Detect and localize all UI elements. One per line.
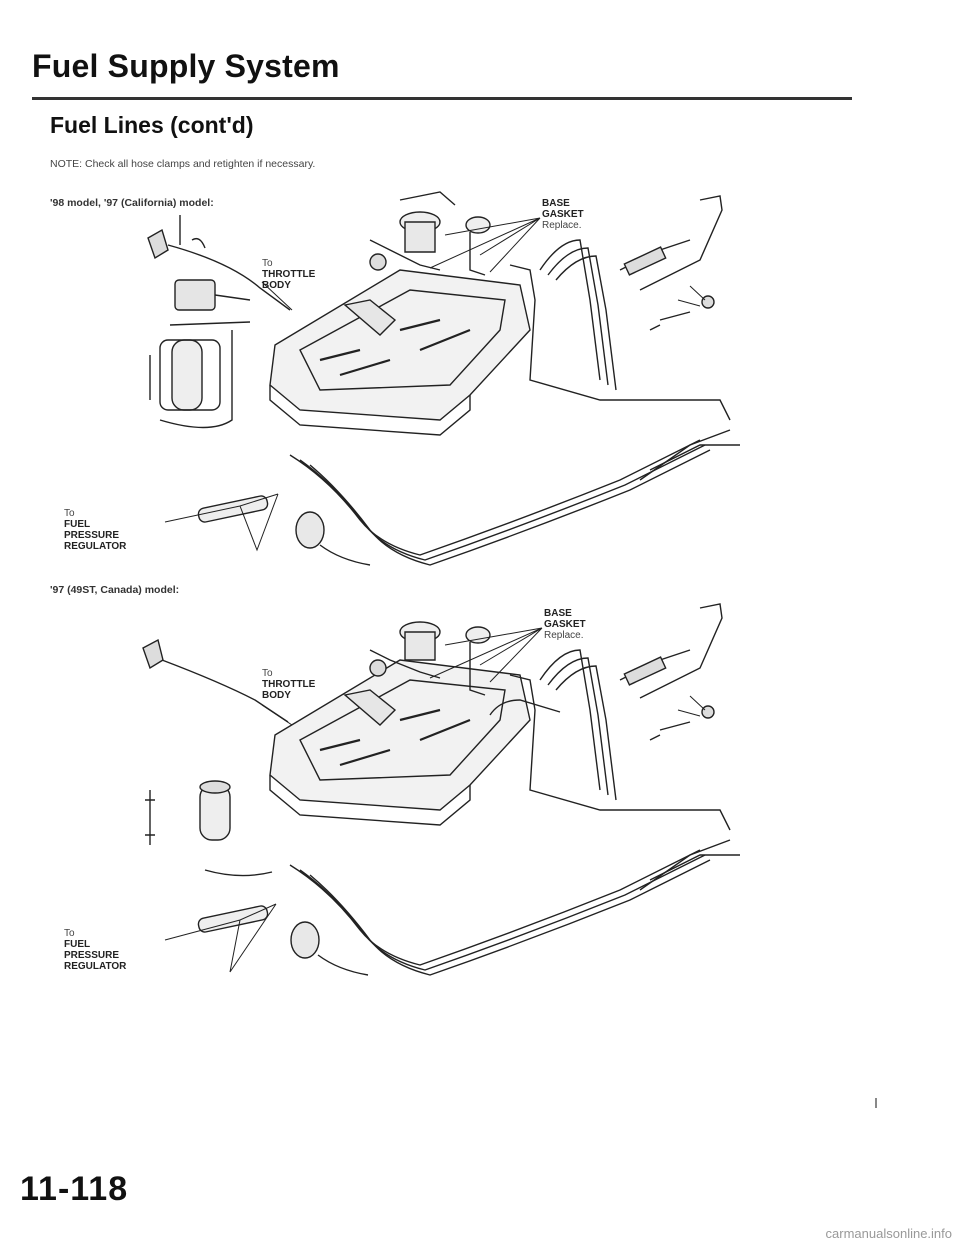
leaders-2 xyxy=(165,628,705,972)
figure1-drawing xyxy=(148,192,740,565)
fuel-lines-1 xyxy=(290,196,740,565)
title-rule xyxy=(32,97,852,100)
fuel-filter-1 xyxy=(197,495,370,565)
figure2-base-gasket-label: BASE GASKET Replace. xyxy=(544,608,586,641)
figure1-caption: '98 model, '97 (California) model: xyxy=(50,197,214,209)
evap-canister-1 xyxy=(148,215,290,428)
leaders-1 xyxy=(165,218,705,550)
figure1-base-gasket-label: BASE GASKET Replace. xyxy=(542,198,584,231)
fuel-pump-assembly-1 xyxy=(370,192,490,275)
fuel-lines-2 xyxy=(290,604,740,975)
figure1-to-fuel-pressure-regulator-label: To FUEL PRESSURE REGULATOR xyxy=(64,508,127,552)
figure2-caption: '97 (49ST, Canada) model: xyxy=(50,584,180,596)
right-hoses-2 xyxy=(620,650,714,740)
page-number: 11-118 xyxy=(20,1170,129,1208)
right-hoses-1 xyxy=(620,240,714,330)
watermark: carmanualsonline.info xyxy=(825,1226,952,1241)
fuel-pump-assembly-2 xyxy=(370,622,560,715)
fuel-filter-2 xyxy=(197,905,368,975)
note-text: NOTE: Check all hose clamps and retighte… xyxy=(50,158,316,170)
figure1-to-throttle-body-label: To THROTTLE BODY xyxy=(262,258,316,291)
fuel-tank-2 xyxy=(270,660,530,825)
evap-canister-2 xyxy=(143,640,288,876)
figure2-to-throttle-body-label: To THROTTLE BODY xyxy=(262,668,316,701)
fuel-tank-1 xyxy=(270,270,530,435)
figure2-to-fuel-pressure-regulator-label: To FUEL PRESSURE REGULATOR xyxy=(64,928,127,972)
figure2-drawing xyxy=(143,604,740,975)
page-title: Fuel Supply System xyxy=(32,48,340,84)
section-title: Fuel Lines (cont'd) xyxy=(50,112,254,138)
